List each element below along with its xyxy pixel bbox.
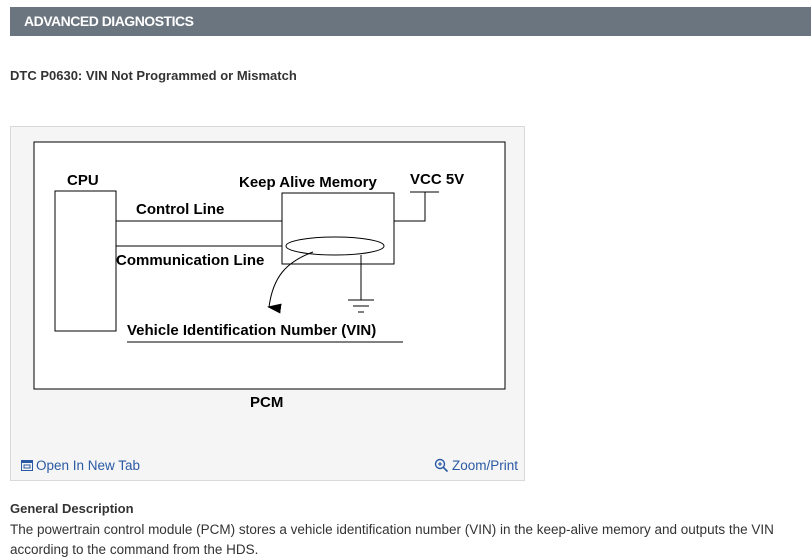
- zoom-print-link[interactable]: Zoom/Print: [434, 458, 518, 473]
- cpu-label: CPU: [67, 172, 99, 189]
- vcc-label: VCC 5V: [410, 171, 464, 188]
- zoom-print-label: Zoom/Print: [451, 458, 518, 473]
- kam-label: Keep Alive Memory: [239, 174, 377, 191]
- general-description-heading: General Description: [10, 501, 134, 516]
- open-new-tab-label: Open In New Tab: [36, 458, 141, 473]
- vin-label: Vehicle Identification Number (VIN): [127, 322, 376, 339]
- pcm-diagram: CPU Keep Alive Memory VCC 5V Control Lin…: [33, 141, 506, 411]
- communication-line-label: Communication Line: [116, 252, 264, 269]
- vcc-wire: [394, 192, 426, 222]
- pcm-label: PCM: [250, 394, 283, 411]
- figure-container: CPU Keep Alive Memory VCC 5V Control Lin…: [10, 126, 525, 481]
- vin-output-arrow: [267, 251, 314, 314]
- section-header: ADVANCED DIAGNOSTICS: [10, 7, 811, 36]
- open-new-tab-link[interactable]: Open In New Tab: [21, 458, 140, 473]
- cpu-block: [54, 190, 117, 332]
- memory-cell: [285, 236, 385, 256]
- zoom-icon: [434, 458, 449, 473]
- control-line-label: Control Line: [136, 201, 224, 218]
- dtc-title: DTC P0630: VIN Not Programmed or Mismatc…: [10, 68, 297, 83]
- open-new-tab-icon: [21, 460, 33, 471]
- general-description-text: The powertrain control module (PCM) stor…: [10, 522, 774, 557]
- section-header-title: ADVANCED DIAGNOSTICS: [24, 13, 194, 29]
